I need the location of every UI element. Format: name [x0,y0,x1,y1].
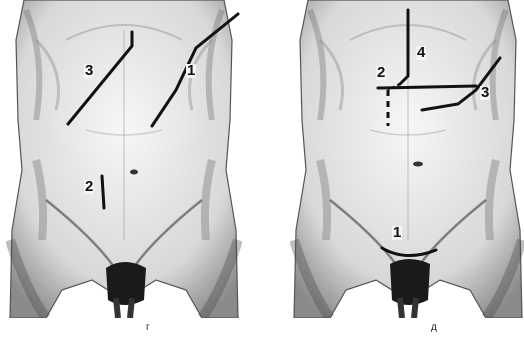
incision-label-d-1: 1 [392,226,402,240]
incision-label-g-3: 3 [84,64,94,78]
incision-label-d-3: 3 [480,86,490,100]
incision-label-d-4: 4 [416,46,426,60]
torso-panel-g: 1 2 3 [6,0,242,318]
navel [413,162,423,167]
panel-caption-d: д [431,322,437,333]
incision-label-d-2: 2 [376,66,386,80]
incision-g-2 [102,176,104,208]
navel [130,170,138,175]
torso-drawing-g [6,0,242,318]
pubic-region [390,259,430,305]
torso-drawing-d [290,0,524,318]
torso-panel-d: 1 2 3 4 [290,0,524,318]
incision-label-g-2: 2 [84,180,94,194]
panel-caption-g: г [146,322,150,333]
incision-label-g-1: 1 [186,64,196,78]
pubic-region [106,262,146,305]
